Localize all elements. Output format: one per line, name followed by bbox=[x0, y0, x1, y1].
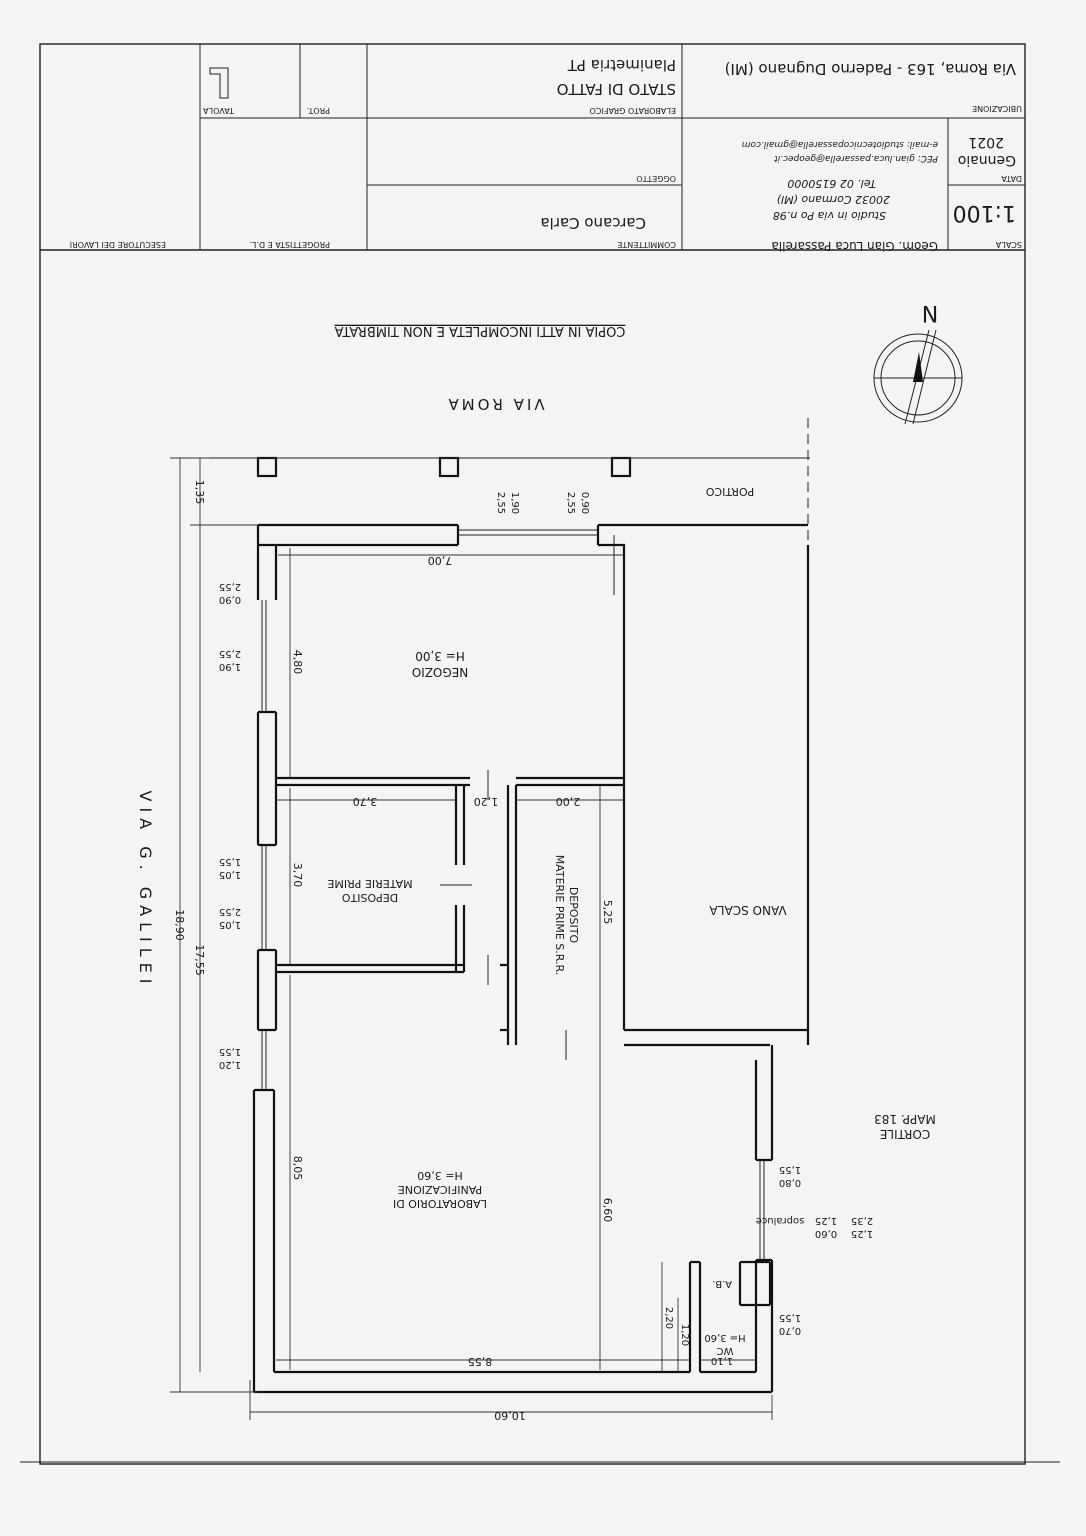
oggetto-label: OGGETTO bbox=[636, 174, 676, 183]
dim-portico-depth: 1,35 bbox=[193, 480, 206, 505]
sheet-frame bbox=[39, 43, 1026, 1465]
committente-value: Carcano Carla bbox=[540, 214, 646, 232]
dim-win4-b: 2,55 bbox=[219, 906, 241, 917]
elaborato-line2: Planimetria PT bbox=[567, 56, 676, 74]
dimension-labels: 18,90 17,55 1,35 7,00 4,80 3,70 3,70 1,2… bbox=[173, 480, 873, 1422]
tavola-symbol-icon bbox=[209, 67, 229, 99]
tecnico-name: Geom. Gian Luca Passarella bbox=[771, 239, 938, 253]
progettista-label: PROGETTISTA E D.L. bbox=[249, 240, 330, 249]
data-month: Gennaio bbox=[958, 152, 1016, 168]
dim-total-width: 10,60 bbox=[494, 1409, 526, 1422]
dim-negozio-width: 7,00 bbox=[428, 554, 453, 567]
ubicazione-value: Via Roma, 163 - Paderno Dugnano (MI) bbox=[725, 60, 1016, 78]
north-label: N bbox=[922, 300, 938, 325]
dim-win5-a: 1,20 bbox=[219, 1059, 241, 1070]
srr-line2: MATERIE PRIME S.R.R. bbox=[553, 855, 566, 976]
dim-wc-width: 1,10 bbox=[711, 1355, 733, 1366]
dim-win1-b: 2,55 bbox=[219, 581, 241, 592]
dim-win2-a: 1,90 bbox=[219, 661, 241, 672]
sopraluce-label: sopraluce bbox=[756, 1215, 805, 1226]
negozio-name: NEGOZIO bbox=[412, 665, 469, 679]
dim-right-win3-b: 1,55 bbox=[779, 1312, 801, 1323]
dim-lab-depth: 8,05 bbox=[291, 1156, 304, 1181]
tavola-label: TAVOLA bbox=[203, 106, 235, 115]
scala-label: SCALA bbox=[995, 240, 1022, 249]
committente-label: COMMITTENTE bbox=[617, 240, 676, 249]
stamp-note: COPIA IN ATTI INCOMPLETA E NON TIMBRATA bbox=[334, 323, 625, 338]
cortile-line1: CORTILE bbox=[880, 1127, 930, 1141]
lab-line2: PANIFICAZIONE bbox=[398, 1183, 482, 1196]
dim-negozio-depth: 4,80 bbox=[291, 650, 304, 675]
dim-deposito-width: 3,70 bbox=[353, 795, 378, 808]
elaborato-label: ELABORATO GRAFICO bbox=[590, 106, 676, 115]
dimension-lines bbox=[170, 457, 773, 1420]
wc-height: H= 3,60 bbox=[704, 1332, 745, 1343]
ab-label: A.B. bbox=[712, 1278, 732, 1289]
street-via-galilei: VIA G. GALILEI bbox=[136, 791, 155, 990]
north-arrow: N bbox=[873, 300, 963, 425]
dim-portico-win-c: 0,90 bbox=[579, 492, 590, 514]
data-label: DATA bbox=[1001, 174, 1022, 183]
portico-label: PORTICO bbox=[705, 485, 754, 498]
deposito-line1: DEPOSITO bbox=[342, 891, 399, 904]
plan-walls bbox=[200, 418, 810, 1394]
lab-height: H= 3,60 bbox=[417, 1169, 462, 1182]
srr-line1: DEPOSITO bbox=[567, 887, 580, 944]
negozio-height: H= 3,00 bbox=[415, 649, 465, 663]
room-labels: NEGOZIO H= 3,00 DEPOSITO MATERIE PRIME D… bbox=[327, 485, 935, 1356]
dim-door-width: 1,20 bbox=[474, 795, 499, 808]
dim-win2-b: 2,55 bbox=[219, 648, 241, 659]
dim-win4-a: 1,05 bbox=[219, 919, 241, 930]
dim-wc-depth: 1,20 bbox=[679, 1324, 690, 1346]
esecutore-label: ESECUTORE DEI LAVORI bbox=[70, 240, 166, 249]
dim-deposito-depth: 3,70 bbox=[291, 863, 304, 888]
dim-win3-b: 1,55 bbox=[219, 856, 241, 867]
dim-portico-win-a: 1,90 bbox=[509, 492, 520, 514]
prot-label: PROT. bbox=[307, 106, 330, 115]
dim-ab-depth: 2,20 bbox=[663, 1307, 674, 1329]
title-block: SCALA 1:100 DATA Gennaio 2021 UBICAZIONE… bbox=[40, 44, 1025, 253]
dim-win3-a: 1,05 bbox=[219, 869, 241, 880]
lab-line1: LABORATORIO DI bbox=[393, 1197, 487, 1210]
dim-right-win1-b: 1,55 bbox=[779, 1164, 801, 1175]
wc-name: WC bbox=[717, 1345, 734, 1356]
dim-win1-a: 0,90 bbox=[219, 594, 241, 605]
dim-srr-width: 2,00 bbox=[556, 795, 581, 808]
tecnico-city: 20032 Cormano (MI) bbox=[777, 193, 890, 206]
tecnico-pec: PEC: gian.luca.passarella@geopec.it bbox=[774, 153, 938, 163]
dim-right-win1-a: 0,80 bbox=[779, 1177, 801, 1188]
dim-lab-width: 8,55 bbox=[468, 1355, 493, 1368]
elaborato-line1: STATO DI FATTO bbox=[557, 80, 676, 98]
dim-srr-depth: 5,25 bbox=[601, 900, 614, 925]
dim-portico-win-d: 2,55 bbox=[565, 492, 576, 514]
cortile-line2: MAPP. 183 bbox=[874, 1112, 936, 1126]
tecnico-tel: Tel. 02 6150000 bbox=[787, 177, 876, 190]
dim-lab-depth-right: 6,60 bbox=[601, 1198, 614, 1223]
dim-total-height: 18,90 bbox=[173, 909, 186, 941]
dim-right-win2-a: 1,25 bbox=[851, 1228, 873, 1239]
dim-right-win2-d: 1,25 bbox=[815, 1215, 837, 1226]
tecnico-address: Studio in via Po n.98 bbox=[773, 209, 886, 222]
ubicazione-label: UBICAZIONE bbox=[972, 104, 1022, 113]
dim-win5-b: 1,55 bbox=[219, 1046, 241, 1057]
dim-right-win2-b: 2,35 bbox=[851, 1215, 873, 1226]
dim-portico-win-b: 2,55 bbox=[495, 492, 506, 514]
dim-right-win2-c: 0,60 bbox=[815, 1228, 837, 1239]
vano-scala: VANO SCALA bbox=[709, 903, 787, 917]
dim-inner-height: 17,55 bbox=[193, 944, 206, 976]
tecnico-email: e-mail: studiotecnicopassarella@gmail.co… bbox=[742, 139, 938, 149]
street-via-roma: VIA ROMA bbox=[445, 395, 544, 413]
scala-value: 1:100 bbox=[953, 200, 1016, 225]
dim-right-win3-a: 0,70 bbox=[779, 1325, 801, 1336]
data-year: 2021 bbox=[968, 134, 1004, 150]
deposito-line2: MATERIE PRIME bbox=[327, 877, 412, 890]
